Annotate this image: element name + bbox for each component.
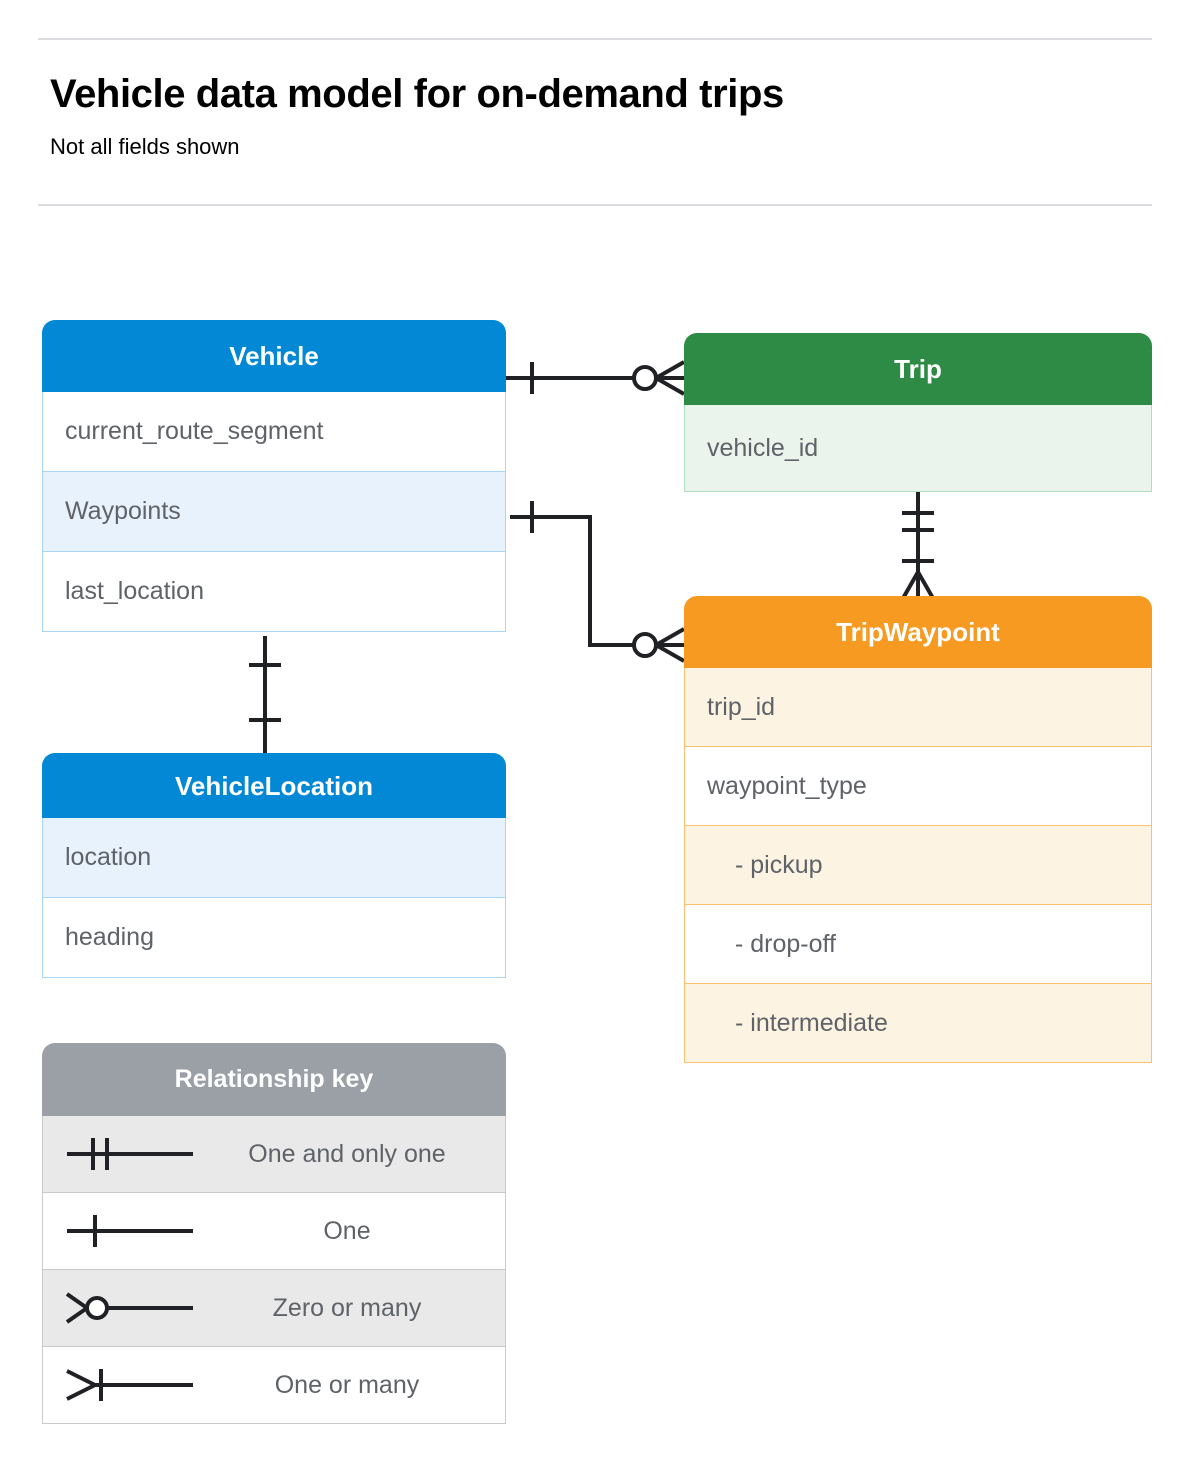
- one-icon: [43, 1211, 203, 1251]
- one-or-many-icon: [43, 1365, 203, 1405]
- entity-vehicle[interactable]: Vehicle current_route_segment Waypoints …: [42, 320, 506, 632]
- legend-row-one-and-only-one: One and only one: [42, 1116, 506, 1193]
- entity-vehicle-field-current-route-segment[interactable]: current_route_segment: [42, 392, 506, 472]
- page-title: Vehicle data model for on-demand trips: [50, 72, 784, 116]
- entity-vehicle-field-last-location[interactable]: last_location: [42, 552, 506, 632]
- connector-vehicle-vehiclelocation: [249, 636, 281, 755]
- entity-vehiclelocation-field-heading[interactable]: heading: [42, 898, 506, 978]
- legend-row-zero-or-many: Zero or many: [42, 1270, 506, 1347]
- entity-tripwaypoint-value-drop-off[interactable]: - drop-off: [684, 905, 1152, 984]
- entity-trip[interactable]: Trip vehicle_id: [684, 333, 1152, 492]
- legend-label-one-and-only-one: One and only one: [248, 1139, 446, 1168]
- legend-row-one: One: [42, 1193, 506, 1270]
- entity-tripwaypoint-title: TripWaypoint: [684, 596, 1152, 668]
- entity-tripwaypoint-field-waypoint-type[interactable]: waypoint_type: [684, 747, 1152, 826]
- entity-vehicle-title: Vehicle: [42, 320, 506, 392]
- header-divider-top: [38, 38, 1152, 40]
- legend-label-one-or-many: One or many: [274, 1370, 420, 1399]
- entity-trip-title: Trip: [684, 333, 1152, 405]
- entity-trip-field-vehicle-id[interactable]: vehicle_id: [684, 405, 1152, 492]
- connector-trip-tripwaypoint: [900, 492, 936, 601]
- entity-vehiclelocation-field-location[interactable]: location: [42, 818, 506, 898]
- entity-tripwaypoint-field-trip-id[interactable]: trip_id: [684, 668, 1152, 747]
- header-divider-bottom: [38, 204, 1152, 206]
- legend-relationship-key: Relationship key One and only one One: [42, 1043, 506, 1424]
- legend-label-zero-or-many: Zero or many: [272, 1293, 422, 1322]
- connector-waypoints-tripwaypoint: [510, 501, 685, 663]
- zero-or-many-icon: [43, 1288, 203, 1328]
- entity-vehiclelocation-title: VehicleLocation: [42, 753, 506, 818]
- legend-row-one-or-many: One or many: [42, 1347, 506, 1424]
- legend-label-one: One: [323, 1216, 371, 1245]
- legend-title: Relationship key: [42, 1043, 506, 1116]
- one-and-only-one-icon: [43, 1134, 203, 1174]
- entity-vehiclelocation[interactable]: VehicleLocation location heading: [42, 753, 506, 978]
- entity-tripwaypoint[interactable]: TripWaypoint trip_id waypoint_type - pic…: [684, 596, 1152, 1063]
- entity-tripwaypoint-value-pickup[interactable]: - pickup: [684, 826, 1152, 905]
- page-subtitle: Not all fields shown: [50, 134, 240, 159]
- entity-vehicle-field-waypoints[interactable]: Waypoints: [42, 472, 506, 552]
- connector-vehicle-trip: [506, 360, 685, 396]
- entity-tripwaypoint-value-intermediate[interactable]: - intermediate: [684, 984, 1152, 1063]
